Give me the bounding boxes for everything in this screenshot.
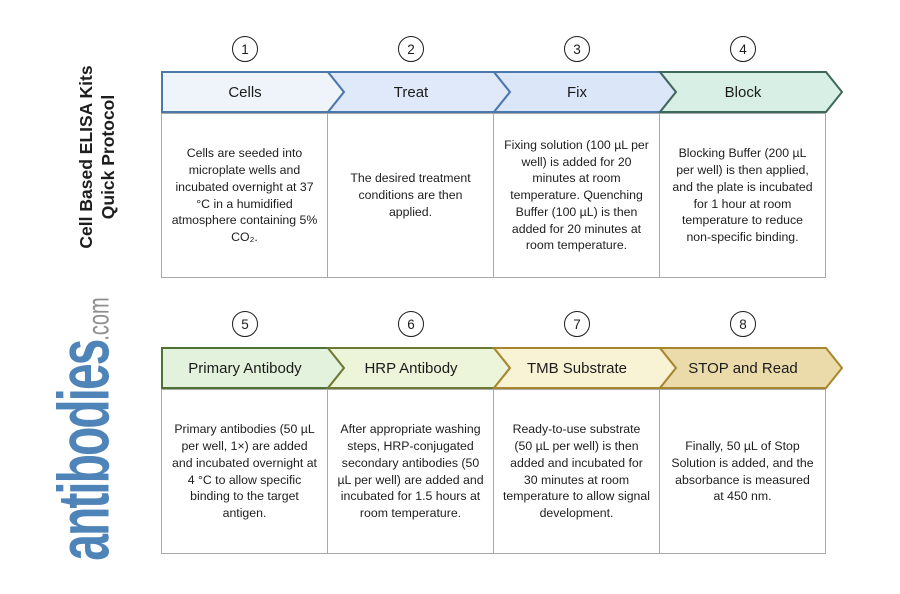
- step-8-label: STOP and Read: [688, 360, 798, 377]
- step-4-description: Blocking Buffer (200 µL per well) is the…: [659, 113, 826, 278]
- page-title-line1: Cell Based ELISA Kits: [76, 65, 96, 249]
- step-5-label: Primary Antibody: [188, 360, 302, 377]
- step-2-description: The desired treatment conditions are the…: [327, 113, 494, 278]
- step-8-description-text: Finally, 50 µL of Stop Solution is added…: [671, 439, 814, 504]
- step-3-number-badge: 3: [564, 36, 590, 62]
- step-6-description-text: After appropriate washing steps, HRP-con…: [337, 422, 484, 520]
- step-3-description-text: Fixing solution (100 µL per well) is add…: [504, 137, 649, 253]
- brand-logo-tld: .com: [83, 297, 116, 341]
- page-title-line2: Quick Protocol: [98, 94, 118, 220]
- step-8-number-badge: 8: [730, 311, 756, 337]
- brand-logo-name: antibodies: [45, 340, 126, 561]
- step-2-description-text: The desired treatment conditions are the…: [350, 171, 471, 219]
- step-8-description: Finally, 50 µL of Stop Solution is added…: [659, 389, 826, 554]
- step-6-label: HRP Antibody: [364, 360, 458, 377]
- step-1-description: Cells are seeded into microplate wells a…: [161, 113, 328, 278]
- step-5-description-text: Primary antibodies (50 µL per well, 1×) …: [172, 422, 317, 520]
- row-2-arrows: Primary Antibody HRP Antibody TMB Substr…: [161, 347, 844, 389]
- page-title: Cell Based ELISA Kits Quick Protocol: [75, 17, 121, 297]
- step-3-label: Fix: [567, 84, 587, 101]
- step-4-arrow-shape: [657, 71, 844, 113]
- step-2-label: Treat: [394, 84, 429, 101]
- step-7-description: Ready-to-use substrate (50 µL per well) …: [493, 389, 660, 554]
- step-4-label: Block: [725, 84, 762, 101]
- step-4-description-text: Blocking Buffer (200 µL per well) is the…: [672, 146, 813, 244]
- row-1-arrows: Cells Treat Fix Block: [161, 71, 844, 113]
- step-1-label: Cells: [228, 84, 261, 101]
- step-7-number-badge: 7: [564, 311, 590, 337]
- step-3-description: Fixing solution (100 µL per well) is add…: [493, 113, 660, 278]
- step-4-number-badge: 4: [730, 36, 756, 62]
- step-6-number-badge: 6: [398, 311, 424, 337]
- step-1-description-text: Cells are seeded into microplate wells a…: [171, 146, 318, 244]
- step-8-arrow-shape: [657, 347, 844, 389]
- step-5-number-badge: 5: [232, 311, 258, 337]
- step-1-number-badge: 1: [232, 36, 258, 62]
- step-2-number-badge: 2: [398, 36, 424, 62]
- brand-logo: antibodies.com: [11, 279, 161, 579]
- step-7-description-text: Ready-to-use substrate (50 µL per well) …: [503, 422, 650, 520]
- step-6-description: After appropriate washing steps, HRP-con…: [327, 389, 494, 554]
- step-7-label: TMB Substrate: [527, 360, 627, 377]
- step-5-description: Primary antibodies (50 µL per well, 1×) …: [161, 389, 328, 554]
